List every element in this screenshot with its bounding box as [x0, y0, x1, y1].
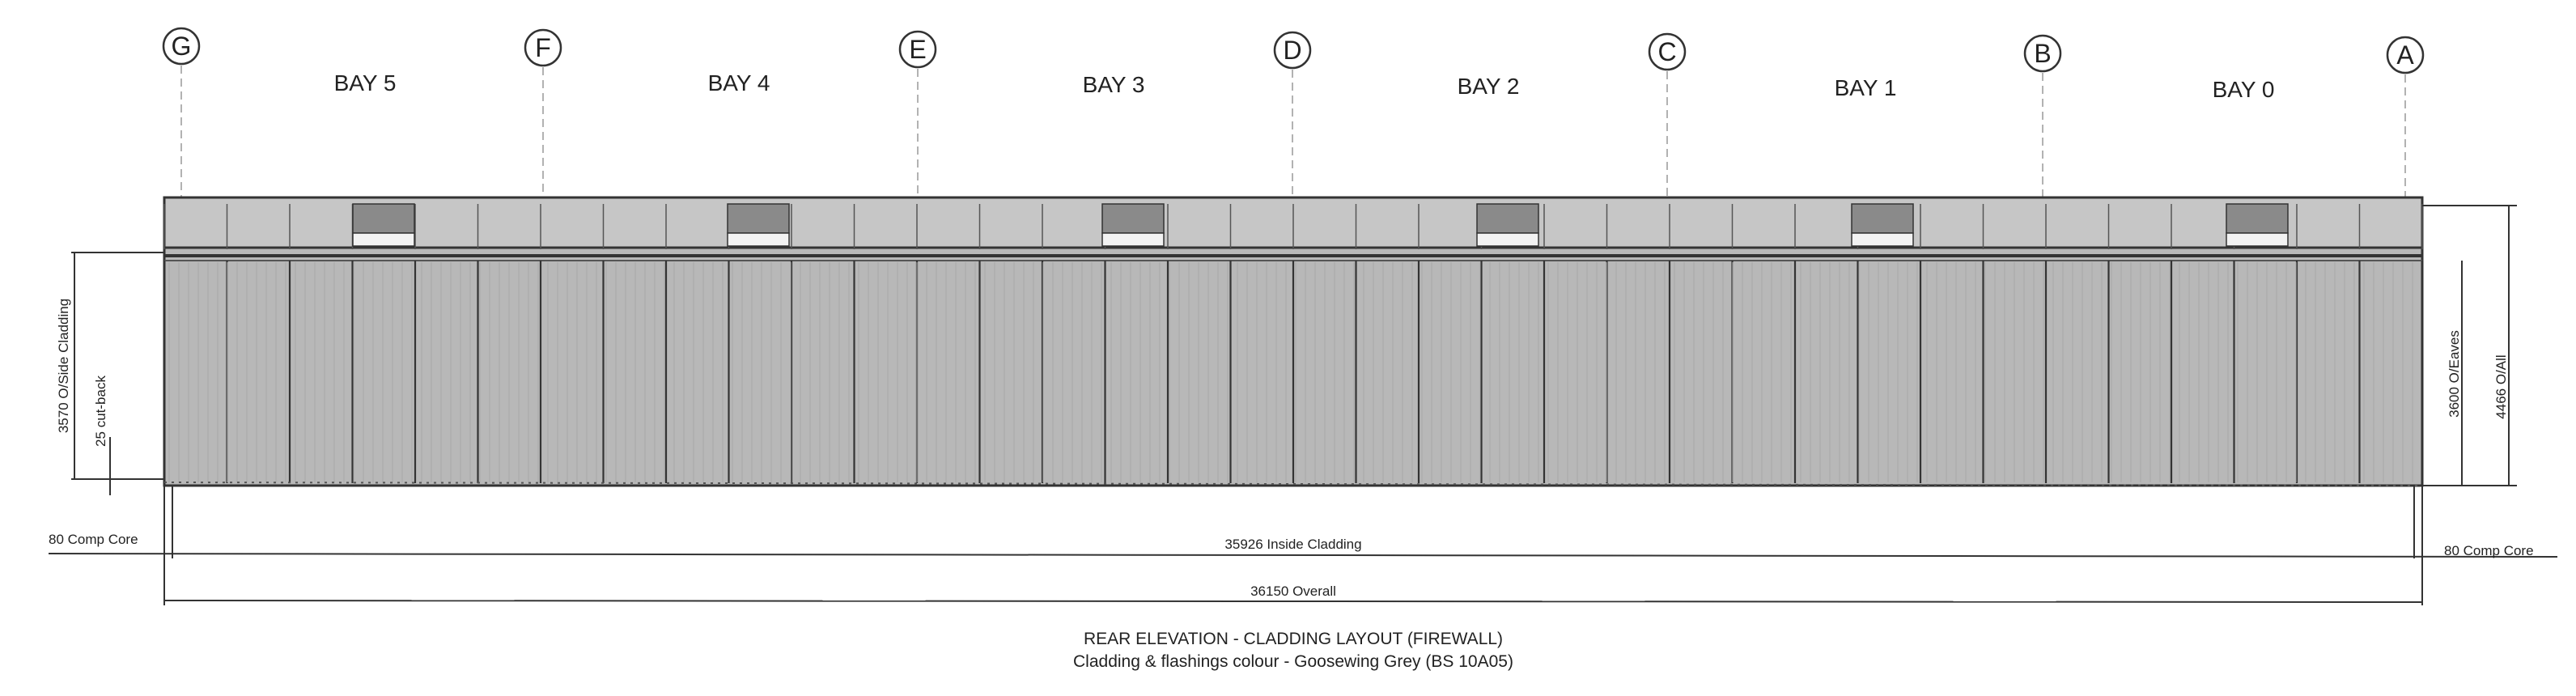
grid-line-g: G [162, 27, 201, 202]
grid-line-e: E [898, 30, 937, 202]
dimension-inside-cladding-label: 35926 Inside Cladding [1224, 537, 1361, 552]
grid-letter: D [1283, 36, 1301, 65]
vent-opening [1101, 203, 1165, 247]
grid-letter: B [2034, 39, 2051, 68]
drawing-subtitle: Cladding & flashings colour - Goosewing … [1073, 652, 1513, 671]
bay-label-1: BAY 1 [1835, 75, 1897, 100]
grid-bubble [898, 30, 937, 69]
grid-line-a: A [2386, 36, 2425, 202]
vent-opening [1476, 203, 1539, 247]
grid-bubble [2386, 36, 2425, 74]
bay-label-3: BAY 3 [1083, 72, 1145, 97]
grid-bubble [1273, 31, 1312, 70]
grid-letter: A [2396, 40, 2414, 70]
grid-line-c: C [1648, 32, 1687, 202]
dimension-comp-core-left-label: 80 Comp Core [49, 532, 138, 547]
bay-label-2: BAY 2 [1458, 74, 1520, 99]
dimension-cut-back-label: 25 cut-back [93, 376, 108, 447]
grid-bubble [162, 27, 201, 66]
grid-line-f: F [524, 28, 562, 202]
dimension-eaves-label: 3600 O/Eaves [2447, 330, 2462, 418]
cladding-elevation [163, 196, 2424, 487]
dimension-outside-cladding-label: 3570 O/Side Cladding [56, 299, 71, 433]
grid-bubble [1648, 32, 1687, 71]
vent-opening [352, 203, 415, 247]
vent-opening [727, 203, 790, 247]
panel-seams [163, 204, 2424, 483]
grid-letter: C [1657, 37, 1676, 66]
grid-line-b: B [2023, 34, 2062, 202]
dimension-eaves [2422, 205, 2517, 486]
dimension-overall-height-label: 4466 O/All [2493, 354, 2509, 418]
vent-opening [1851, 203, 1914, 247]
dimension-overall-label: 36150 Overall [1250, 584, 1336, 599]
drawing-title: REAR ELEVATION - CLADDING LAYOUT (FIREWA… [1084, 630, 1503, 648]
dimension-comp-core-right-label: 80 Comp Core [2444, 543, 2534, 558]
grid-letter: E [909, 35, 926, 64]
vent-openings [352, 203, 2289, 247]
grid-letter: G [172, 32, 192, 61]
dimension-outside-cladding [71, 252, 164, 495]
bay-label-5: BAY 5 [334, 70, 397, 95]
grid-line-d: D [1273, 31, 1312, 202]
bay-label-0: BAY 0 [2213, 77, 2275, 102]
grid-letter: F [535, 33, 551, 62]
grid-bubble [524, 28, 562, 67]
bay-label-4: BAY 4 [708, 70, 770, 95]
vent-opening [2226, 203, 2289, 247]
ground-line [163, 482, 2423, 486]
dimension-horizontal-lines [48, 486, 2558, 605]
grid-bubble [2023, 34, 2062, 73]
